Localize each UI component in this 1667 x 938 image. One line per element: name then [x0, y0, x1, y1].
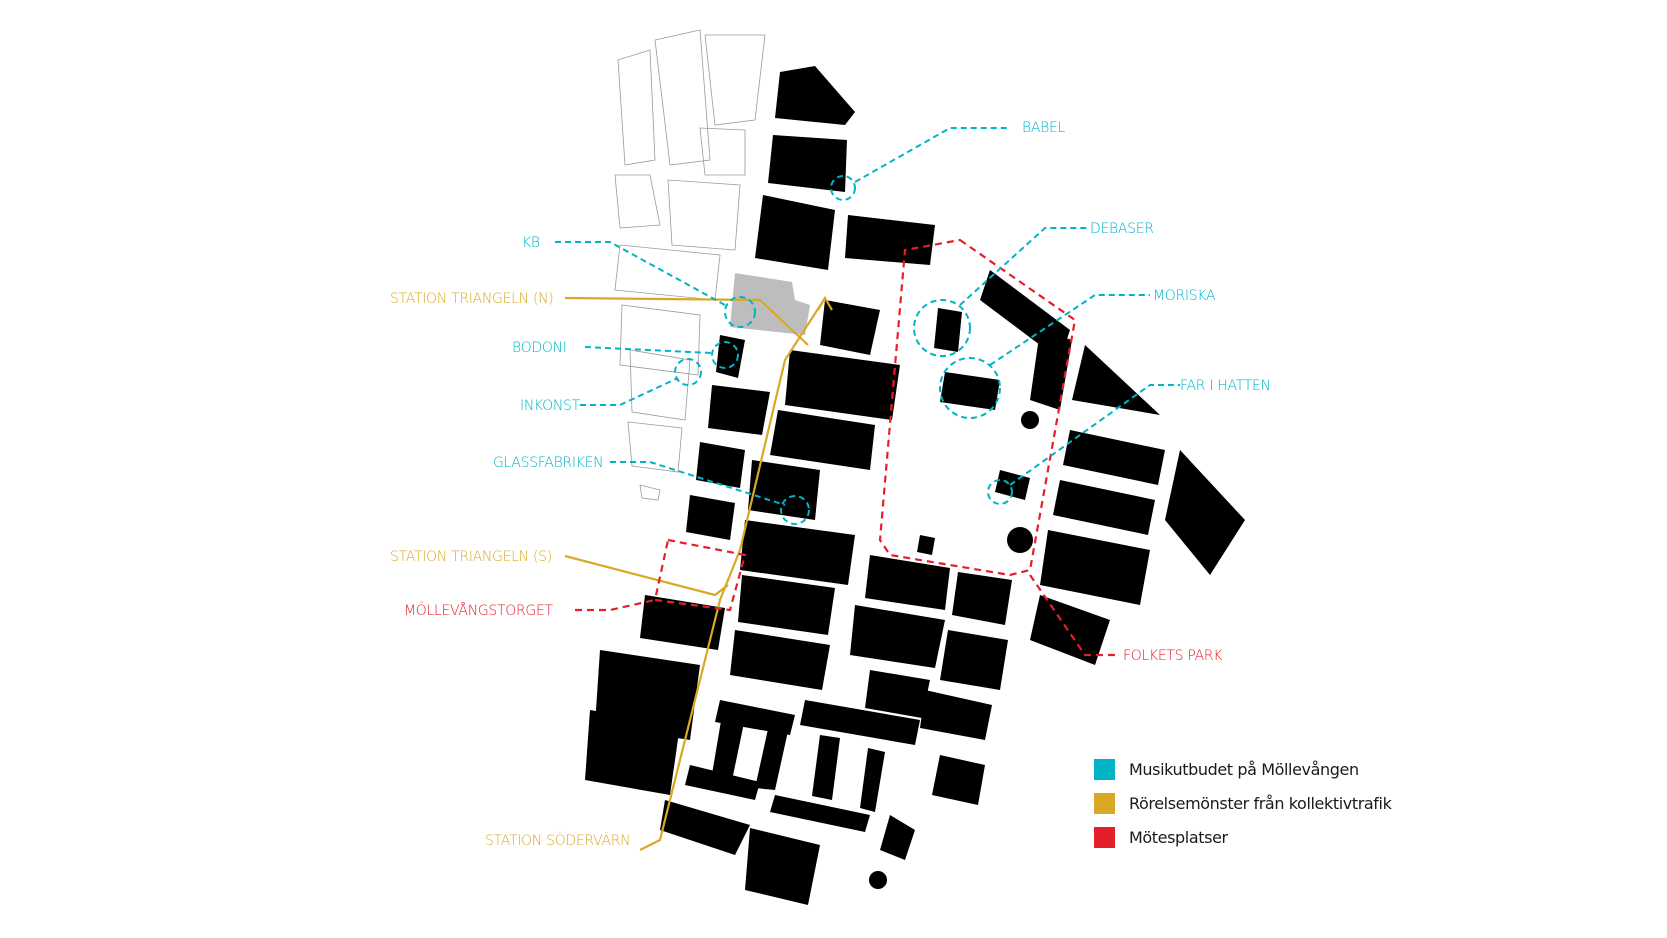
route-triangeln-s	[564, 554, 729, 597]
arrow-n	[817, 295, 833, 311]
route-triangeln-n	[564, 296, 809, 346]
label-folkets-park: FOLKETS PARK	[1123, 648, 1223, 664]
legend-label: Musikutbudet på Möllevången	[1129, 759, 1359, 779]
label-babel: BABEL	[1022, 120, 1066, 136]
legend-item-music: Musikutbudet på Möllevången	[1094, 752, 1391, 786]
label-moriska: MORISKA	[1153, 288, 1216, 304]
transit-routes	[564, 295, 833, 851]
legend-item-transit: Rörelsemönster från kollektivtrafik	[1094, 786, 1392, 820]
transit-swatch	[1094, 792, 1115, 814]
babel-marker	[830, 175, 856, 201]
music-venues	[555, 127, 1180, 525]
label-inkonst: INKONST	[520, 398, 581, 414]
meeting-swatch	[1094, 826, 1115, 848]
bodoni-marker	[711, 341, 739, 369]
label-debaser: DEBASER	[1090, 221, 1154, 237]
folkets-park-leader	[1029, 574, 1120, 657]
legend-label: Mötesplatser	[1129, 827, 1228, 847]
label-kb: KB	[522, 235, 540, 251]
label-station-sodervarn: STATION SÖDERVÄRN	[485, 832, 630, 849]
label-mollevangstorget: MÖLLEVÅNGSTORGET	[404, 602, 554, 619]
far-i-hatten-marker	[987, 479, 1013, 505]
building-footprints	[585, 66, 1245, 905]
moriska-marker	[939, 357, 1001, 419]
label-station-triangeln-s: STATION TRIANGELN (S)	[390, 549, 552, 565]
music-swatch	[1094, 758, 1115, 780]
map-labels: BABEL DEBASER MORISKA FAR I HATTEN KB ST…	[390, 120, 1271, 849]
folkets-park-outline	[878, 238, 1077, 577]
glassfabriken-marker	[780, 495, 810, 525]
legend-label: Rörelsemönster från kollektivtrafik	[1129, 793, 1392, 813]
label-station-triangeln-n: STATION TRIANGELN (N)	[390, 291, 553, 307]
label-bodoni: BODONI	[512, 340, 567, 356]
meeting-places	[575, 238, 1120, 657]
label-far-i-hatten: FAR I HATTEN	[1180, 378, 1271, 394]
debaser-marker	[913, 299, 971, 357]
map-legend: Musikutbudet på Möllevången Rörelsemönst…	[1094, 752, 1392, 854]
context-blocks	[614, 29, 766, 501]
legend-item-meeting: Mötesplatser	[1094, 820, 1391, 854]
kb-building	[730, 273, 810, 335]
inkonst-marker	[674, 358, 702, 386]
label-glassfabriken: GLASSFABRIKEN	[493, 455, 603, 471]
kb-marker	[724, 296, 756, 328]
mollevangstorget-leader	[575, 598, 656, 612]
route-main-line	[639, 297, 826, 851]
mollevangstorget-outline	[653, 538, 747, 612]
